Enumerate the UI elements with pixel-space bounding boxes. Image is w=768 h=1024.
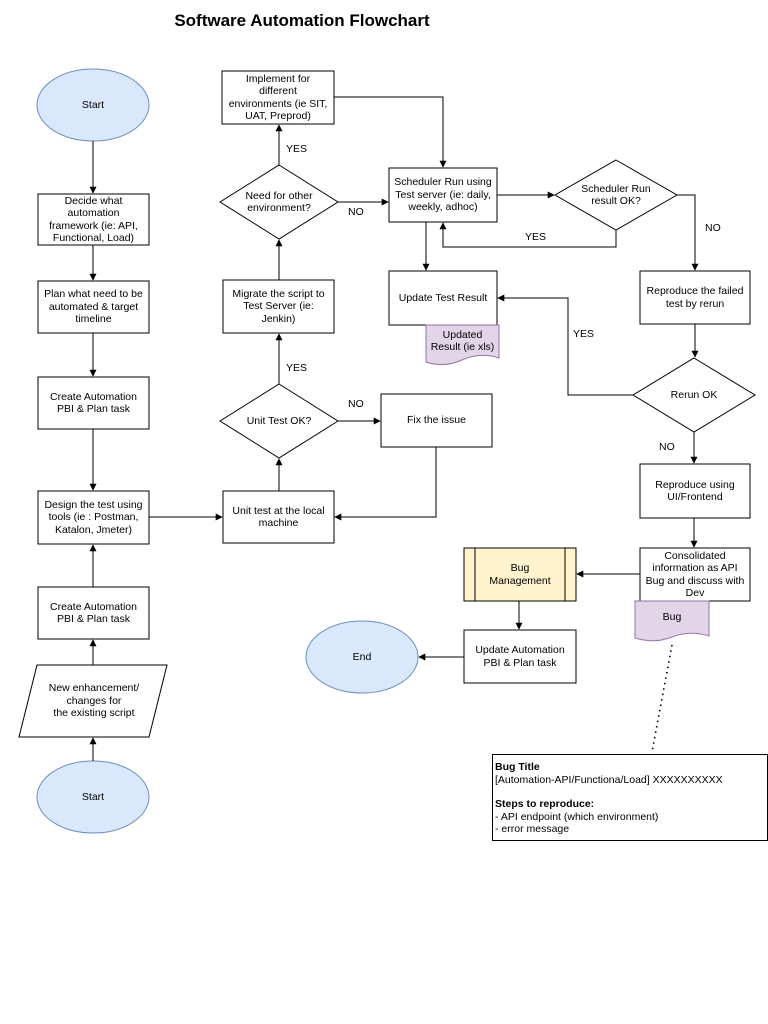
node-reproduce-ui: Reproduce using UI/Frontend [655, 478, 735, 503]
label-yes-unit: YES [286, 362, 308, 374]
node-bug-doc: Bug [662, 610, 682, 623]
scheduler-run-shape [388, 167, 498, 223]
bug-management-shape [463, 547, 577, 602]
node-implement-env: Implement for different environments (ie… [228, 72, 328, 122]
update-pbi-shape [463, 629, 577, 684]
label-no-unit: NO [348, 398, 364, 410]
node-decide-framework: Decide what automation framework (ie: AP… [49, 194, 138, 244]
migrate-script-shape [222, 279, 335, 334]
node-design-test: Design the test using tools (ie : Postma… [44, 498, 143, 536]
node-start-bottom: Start [81, 790, 105, 803]
edge-schedok-reproduce [677, 194, 699, 271]
label-yes-env: YES [286, 143, 308, 155]
node-migrate-script: Migrate the script to Test Server (ie: J… [232, 287, 325, 325]
fix-issue-shape [380, 393, 493, 448]
label-no-sched: NO [705, 222, 721, 234]
bug-note-box: Bug Title [Automation-API/Functiona/Load… [492, 754, 768, 841]
node-end: End [352, 650, 372, 663]
label-yes-rerun: YES [573, 328, 595, 340]
label-yes-sched: YES [525, 231, 547, 243]
plan-automated-shape [37, 280, 150, 334]
need-other-env-shape [219, 164, 339, 240]
note-title: Bug Title [495, 761, 540, 773]
new-enhancement-shape [18, 664, 168, 738]
node-new-enhancement: New enhancement/ changes for the existin… [48, 682, 140, 720]
node-update-pbi: Update Automation PBI & Plan task [475, 644, 565, 669]
update-test-result-shape [388, 270, 498, 326]
node-bug-management: Bug Management [489, 562, 551, 587]
node-unit-test-ok: Unit Test OK? [246, 414, 312, 427]
decide-framework-shape [37, 193, 150, 246]
note-step-2: - error message [495, 823, 570, 836]
note-steps-title: Steps to reproduce: [495, 798, 595, 811]
node-need-other-env: Need for other environment? [245, 189, 313, 214]
note-title-line: [Automation-API/Functiona/Load] XXXXXXXX… [495, 773, 723, 786]
edge-rerun-update [497, 294, 633, 396]
node-create-pbi-1: Create Automation PBI & Plan task [50, 390, 137, 415]
node-plan-automated: Plan what need to be automated & target … [44, 288, 143, 326]
label-no-env: NO [348, 206, 364, 218]
page-title: Software Automation Flowchart [174, 11, 430, 30]
edge-implement-scheduler [334, 96, 447, 168]
node-update-test-result: Update Test Result [398, 291, 488, 304]
node-consolidated: Consolidated information as API Bug and … [645, 549, 745, 599]
edge-fix-unit [334, 447, 437, 521]
unit-test-local-shape [222, 490, 335, 544]
end-shape [305, 620, 419, 694]
implement-env-shape [221, 70, 335, 125]
node-rerun-ok: Rerun OK [670, 388, 718, 401]
node-unit-test-local: Unit test at the local machine [232, 504, 325, 529]
node-scheduler-ok: Scheduler Run result OK? [581, 182, 651, 207]
reproduce-rerun-shape [639, 270, 751, 325]
updated-result-doc-shape [425, 324, 500, 366]
reproduce-ui-shape [639, 463, 751, 519]
node-fix-issue: Fix the issue [407, 414, 466, 427]
note-step-1: - API endpoint (which environment) [495, 810, 659, 823]
unit-test-ok-shape [219, 383, 339, 459]
node-scheduler-run: Scheduler Run using Test server (ie: dai… [394, 176, 492, 214]
edges [89, 96, 699, 761]
label-no-rerun: NO [659, 441, 675, 453]
node-start-top: Start [81, 98, 105, 111]
edge-bugdoc-note [651, 644, 673, 753]
create-pbi-2-shape [37, 586, 150, 640]
edge-schedok-scheduler [439, 222, 617, 248]
design-test-shape [37, 490, 150, 545]
node-updated-result-doc: Updated Result (ie xls) [430, 328, 495, 353]
node-reproduce-rerun: Reproduce the failed test by rerun [646, 285, 744, 310]
bug-doc-shape [634, 600, 710, 642]
node-create-pbi-2: Create Automation PBI & Plan task [50, 600, 137, 625]
